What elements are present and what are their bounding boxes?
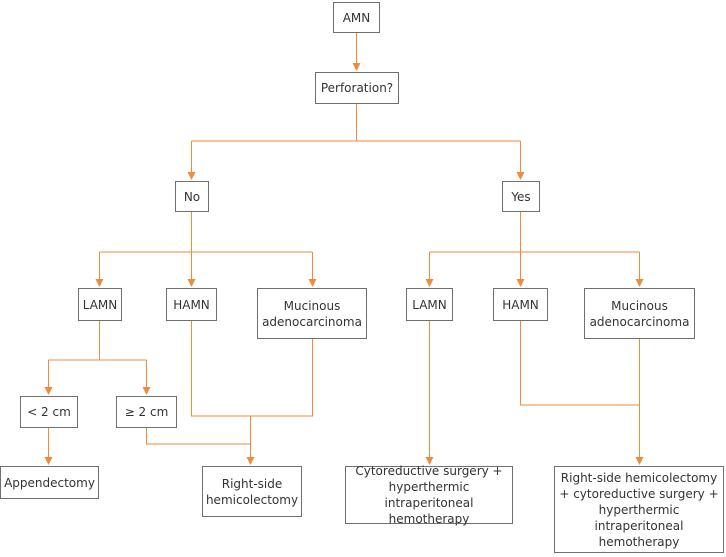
edge-perforation-split [191,104,521,142]
node-yes: Yes [502,181,540,212]
node-right-side-hemicolectomy: Right-side hemicolectomy [202,466,302,517]
edge-yes-split [429,212,640,253]
node-hamn-yes: HAMN [493,288,548,321]
edge-ge2-merge [146,428,251,445]
node-cytoreductive-surgery: Cytoreductive surgery + hyperthermic int… [345,464,513,526]
edge-yes-merge [520,321,640,406]
edge-no-split [99,212,313,253]
edge-lamn-size-split [48,321,147,361]
node-perforation: Perforation? [315,72,399,104]
node-mucinous-yes: Mucinous adenocarcinoma [584,288,695,339]
node-ge2: ≥ 2 cm [116,396,177,428]
node-lamn-no: LAMN [78,288,122,321]
node-mucinous-no: Mucinous adenocarcinoma [257,288,367,339]
node-lamn-yes: LAMN [406,288,453,321]
node-appendectomy: Appendectomy [0,466,99,499]
node-lt2: < 2 cm [20,396,78,428]
node-amn: AMN [333,2,380,33]
node-hamn-no: HAMN [166,288,217,321]
node-rhc-cytoreductive-surgery: Right-side hemicolectomy + cytoreductive… [554,466,724,553]
edge-hamn-mucinous-merge [191,321,313,417]
node-no: No [175,181,209,212]
